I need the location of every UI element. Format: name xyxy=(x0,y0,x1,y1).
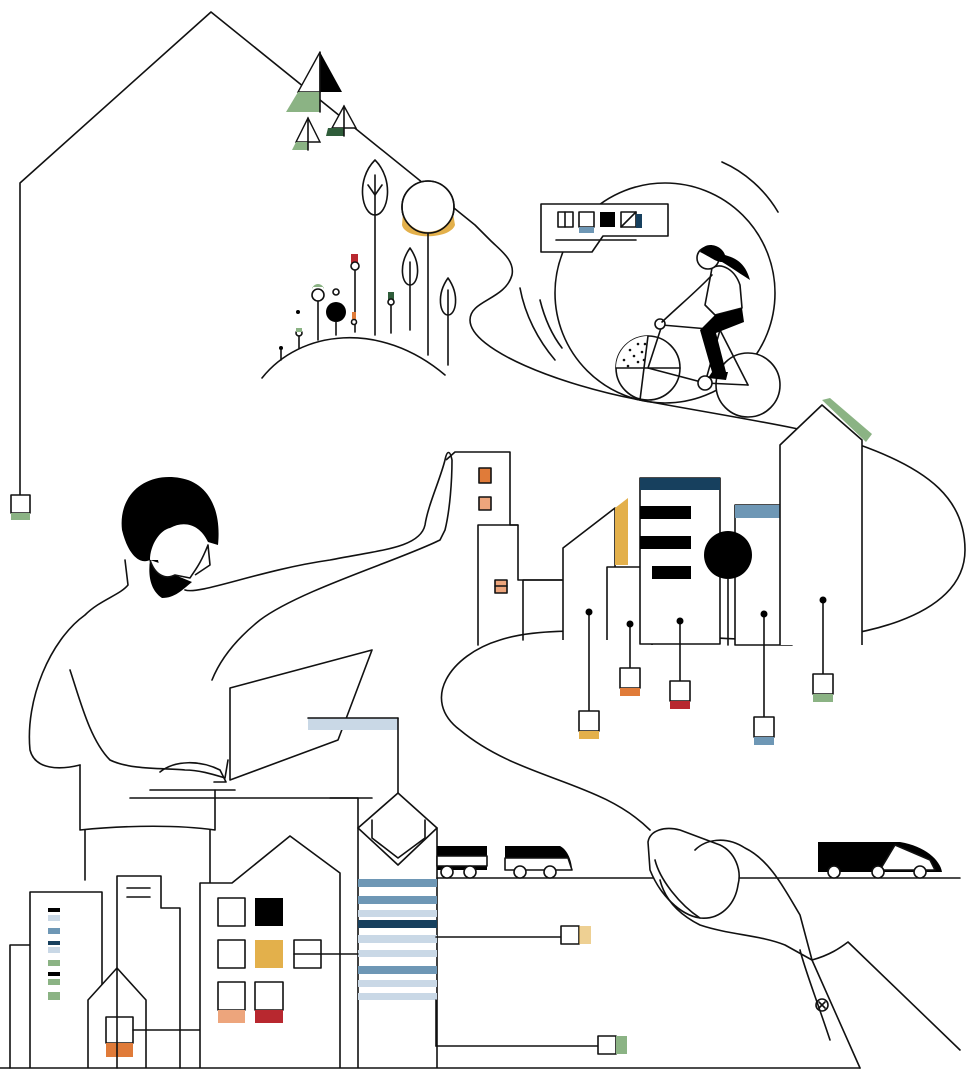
data-tower xyxy=(329,792,627,1068)
mountain-outline xyxy=(10,11,966,831)
sensor-color-tag xyxy=(11,513,30,520)
forest-hill xyxy=(261,159,457,379)
cyclist-scene xyxy=(519,161,781,418)
city-sensors xyxy=(578,596,834,745)
sensor-node xyxy=(10,494,31,514)
hand-on-mouse xyxy=(647,827,961,1069)
left-town xyxy=(0,835,861,1069)
city-buildings xyxy=(445,398,872,646)
man-with-laptop xyxy=(28,451,453,1066)
pine-trees xyxy=(286,51,358,151)
